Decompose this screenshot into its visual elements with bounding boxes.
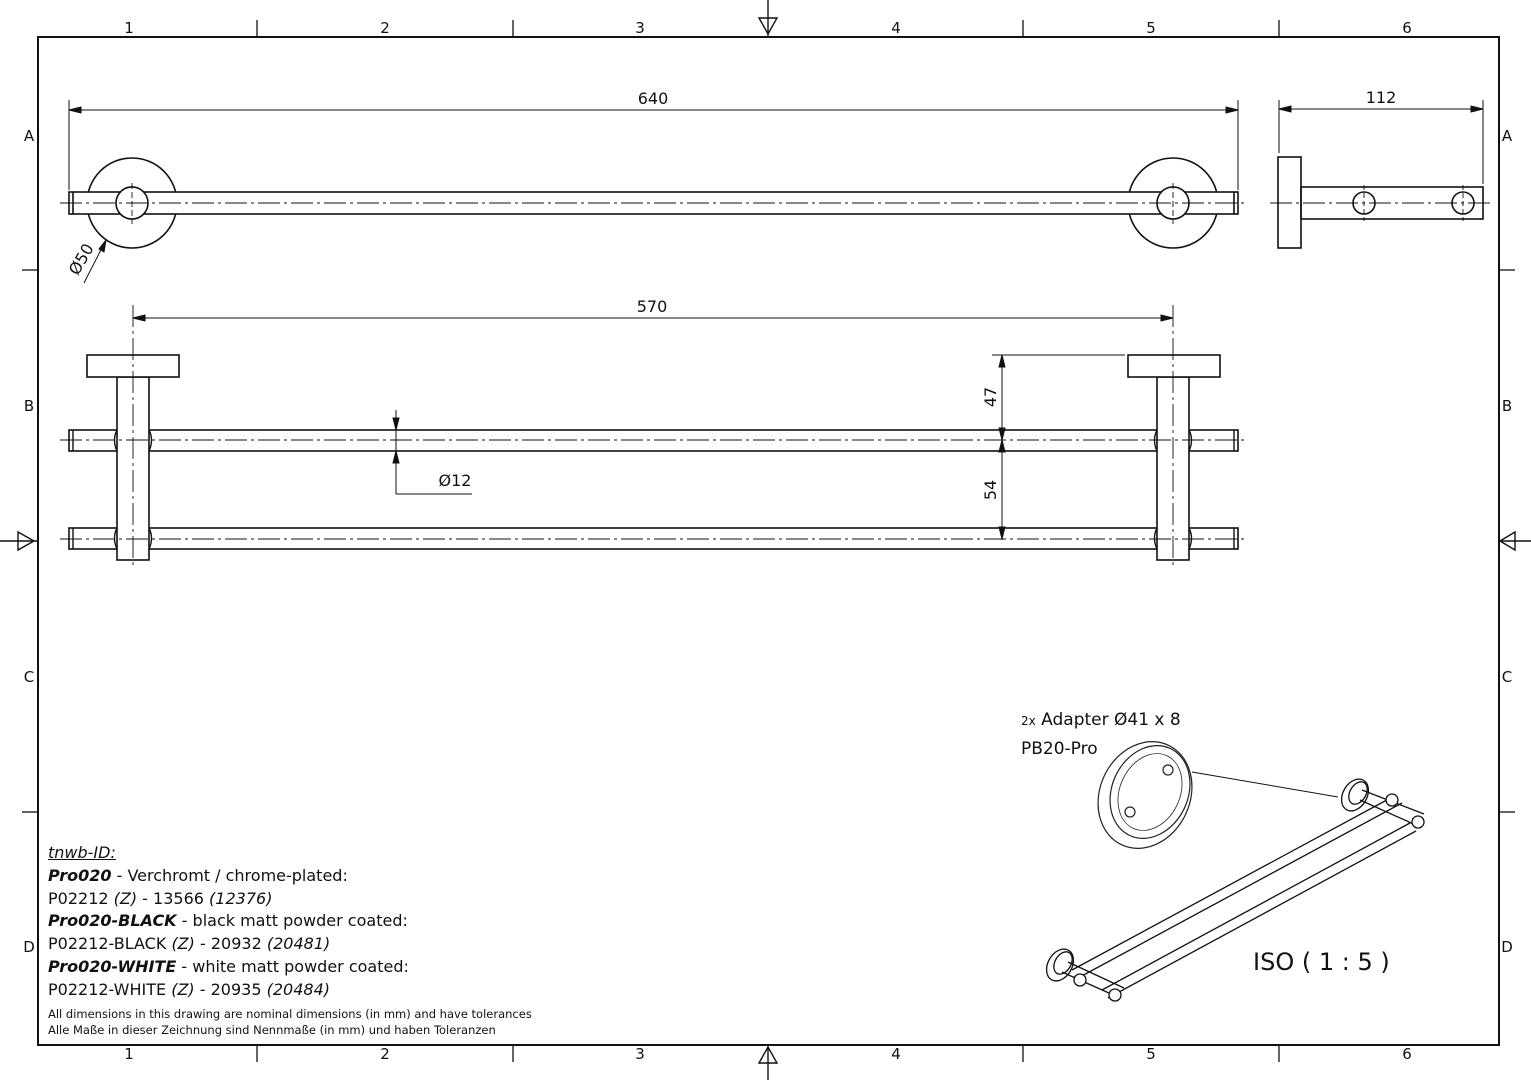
col-label-bottom: 5 <box>1146 1045 1156 1063</box>
adapter-qty: 2x <box>1021 714 1036 728</box>
col-label-top: 1 <box>124 19 134 37</box>
dimension-label-54: 54 <box>981 480 1000 500</box>
notes-line: P02212-WHITE (Z) - 20935 (20484) <box>48 979 331 999</box>
rosette-leader <box>83 239 107 284</box>
row-label-right: B <box>1502 397 1512 415</box>
adapter-label: Adapter Ø41 x 8 <box>1041 710 1181 730</box>
dimension-label-rosette: Ø50 <box>65 240 98 278</box>
row-label-left: D <box>23 938 35 956</box>
adapter-leader <box>1191 771 1339 798</box>
col-label-top: 2 <box>380 19 390 37</box>
row-label-left: A <box>24 127 35 145</box>
notes-line: P02212-BLACK (Z) - 20932 (20481) <box>48 934 331 954</box>
disclaimer-en: All dimensions in this drawing are nomin… <box>48 1006 532 1021</box>
zone-ticks <box>22 20 1515 1062</box>
notes-line: Pro020 - Verchromt / chrome-plated: <box>48 865 348 885</box>
dimension-label-112: 112 <box>1366 88 1397 107</box>
adapter-note: 2x Adapter Ø41 x 8 PB20-Pro <box>1021 706 1181 763</box>
row-label-right: D <box>1501 938 1513 956</box>
iso-scale-label: ISO ( 1 : 5 ) <box>1253 948 1390 976</box>
col-label-top: 6 <box>1402 19 1412 37</box>
dimension-112 <box>1278 100 1484 184</box>
front-view-centerlines <box>60 305 1245 568</box>
col-label-top: 5 <box>1146 19 1156 37</box>
dimension-label-47: 47 <box>981 387 1000 407</box>
col-label-top: 3 <box>635 19 645 37</box>
side-view <box>1270 156 1492 249</box>
adapter-disc <box>1097 741 1193 849</box>
dimension-570 <box>132 314 1174 322</box>
notes-line: P02212 (Z) - 13566 (12376) <box>48 888 273 908</box>
col-label-bottom: 6 <box>1402 1045 1412 1063</box>
row-label-right: C <box>1502 668 1512 686</box>
row-label-left: C <box>24 668 34 686</box>
col-label-bottom: 3 <box>635 1045 645 1063</box>
col-label-top: 4 <box>891 19 901 37</box>
row-label-right: A <box>1502 127 1513 145</box>
rod-diameter-leader <box>392 410 472 495</box>
dimension-640 <box>68 100 1239 190</box>
notes-line: Pro020-BLACK - black matt powder coated: <box>48 911 408 931</box>
front-view <box>68 354 1239 561</box>
dimension-label-640: 640 <box>638 89 669 108</box>
dimension-label-rod: Ø12 <box>439 471 472 490</box>
dimension-47-54 <box>992 354 1125 540</box>
notes-line: Pro020-WHITE - white matt powder coated: <box>48 956 409 976</box>
col-label-bottom: 1 <box>124 1045 134 1063</box>
notes-header: tnwb-ID: <box>48 843 116 862</box>
top-view <box>60 157 1245 249</box>
product-notes: tnwb-ID: Pro020 - Verchromt / chrome-pla… <box>48 842 608 1038</box>
dimension-label-570: 570 <box>637 297 668 316</box>
col-label-bottom: 2 <box>380 1045 390 1063</box>
row-label-left: B <box>24 397 34 415</box>
adapter-part: PB20-Pro <box>1021 739 1098 759</box>
col-label-bottom: 4 <box>891 1045 901 1063</box>
disclaimer-de: Alle Maße in dieser Zeichnung sind Nennm… <box>48 1022 496 1037</box>
iso-towel-bar <box>1045 778 1425 1002</box>
